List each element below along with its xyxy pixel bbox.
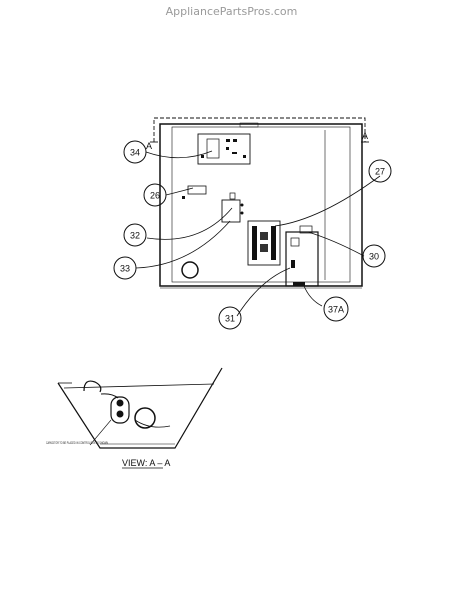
section-view: [57, 367, 223, 449]
callout-26: 26: [143, 183, 167, 207]
section-marker-right: A: [362, 131, 368, 141]
watermark: AppliancePartsPros.com: [165, 5, 298, 18]
contactor: [247, 220, 281, 266]
svg-text:37A: 37A: [328, 305, 344, 315]
control-box-panel: [159, 122, 363, 289]
capacitor-note: CAPACITOR TO BE PLACED IN CONTROL BOX AS…: [46, 440, 108, 445]
callout-30: 30: [362, 244, 386, 268]
svg-text:VIEW: A – A: VIEW: A – A: [122, 458, 170, 468]
svg-text:32: 32: [130, 231, 140, 241]
leader-lines: [135, 150, 381, 317]
knockout-hole: [181, 261, 199, 279]
relay: [221, 192, 244, 223]
section-marker-left: A: [146, 141, 152, 151]
svg-text:CAPACITOR TO BE PLACED IN CONT: CAPACITOR TO BE PLACED IN CONTROL BOX AS…: [46, 440, 108, 445]
circuit-board: [197, 133, 251, 165]
svg-text:27: 27: [375, 167, 385, 177]
svg-text:33: 33: [120, 264, 130, 274]
callout-37a: 37A: [323, 296, 349, 322]
callout-31: 31: [218, 306, 242, 330]
svg-text:34: 34: [130, 148, 140, 158]
callout-32: 32: [123, 223, 147, 247]
svg-text:26: 26: [150, 191, 160, 201]
view-label: VIEW: A – A: [122, 458, 170, 469]
callout-34: 34: [123, 140, 147, 164]
svg-text:30: 30: [369, 252, 379, 262]
svg-text:31: 31: [225, 314, 235, 324]
callout-33: 33: [113, 256, 137, 280]
terminal-strip: [182, 185, 207, 199]
callout-27: 27: [368, 159, 392, 183]
capacitor: [285, 225, 319, 287]
